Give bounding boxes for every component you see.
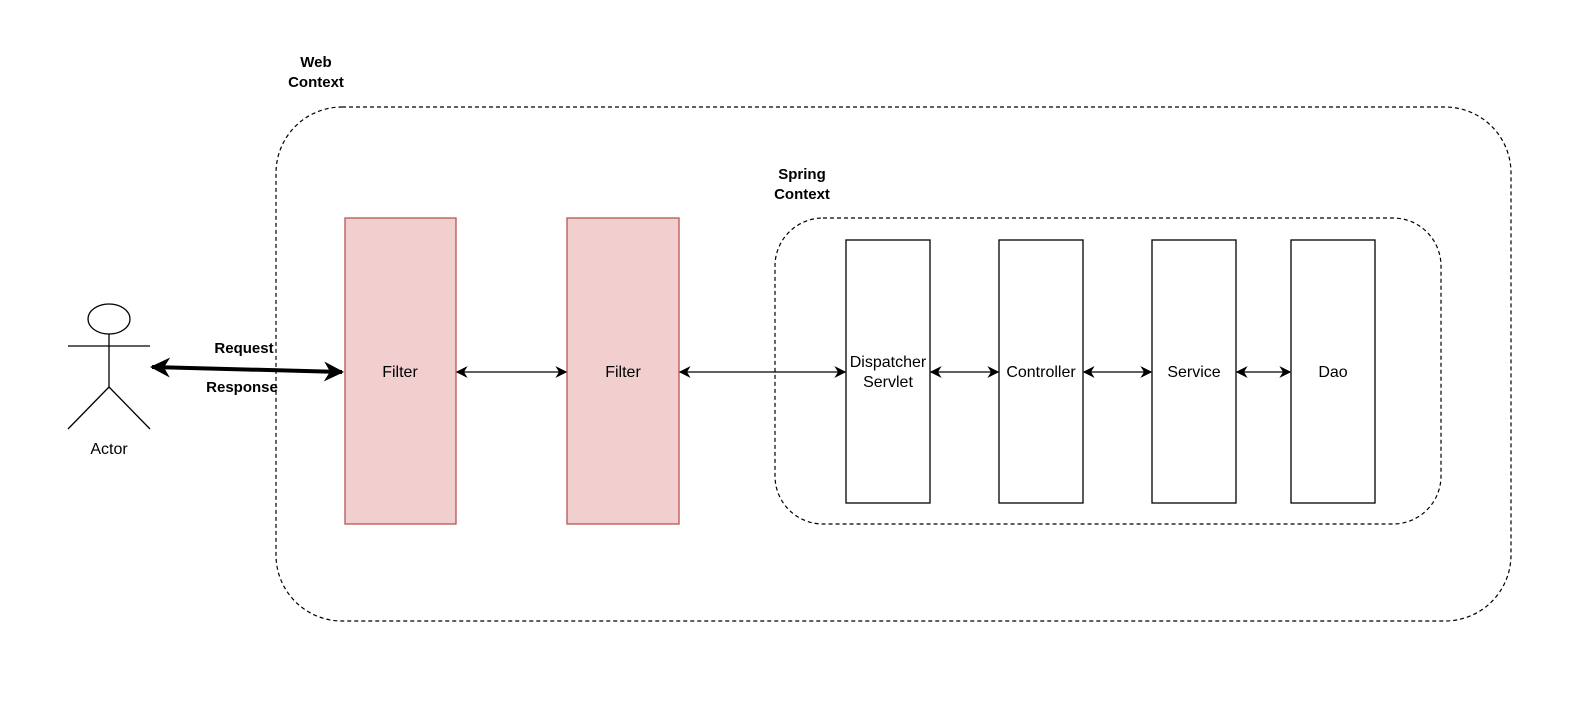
- dispatcher-servlet-label-line1: Dispatcher: [850, 354, 927, 371]
- response-label: Response: [206, 379, 278, 396]
- actor-label: Actor: [90, 441, 128, 458]
- spring-context-title-line2: Context: [774, 186, 830, 203]
- filter-label-1: Filter: [382, 364, 418, 381]
- controller-label: Controller: [1006, 364, 1076, 381]
- actor-figure: [67, 303, 151, 430]
- spring-context-title-line1: Spring: [778, 166, 826, 183]
- dispatcher-servlet-box: [845, 239, 931, 504]
- service-label: Service: [1167, 364, 1220, 381]
- request-label: Request: [214, 340, 273, 357]
- request-response-edge: [150, 357, 344, 382]
- dao-box: [1290, 239, 1376, 504]
- dispatcher-servlet-label-line2: Servlet: [863, 374, 913, 391]
- filter-label-2: Filter: [605, 364, 641, 381]
- service-box: [1151, 239, 1237, 504]
- web-context-title-line1: Web: [300, 54, 331, 71]
- filter-box-1: [344, 217, 457, 525]
- web-context-title-line2: Context: [288, 74, 344, 91]
- dao-label: Dao: [1318, 364, 1347, 381]
- controller-box: [998, 239, 1084, 504]
